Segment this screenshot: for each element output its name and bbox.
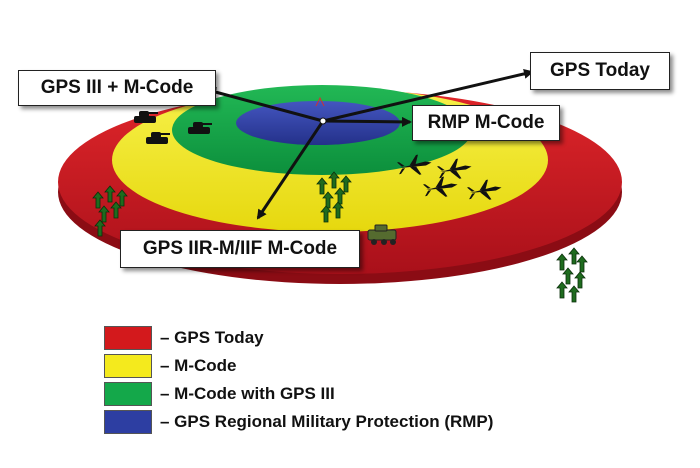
legend-label: – GPS Regional Military Protection (RMP)	[160, 412, 494, 431]
soldier-icon	[328, 171, 340, 189]
armored-vehicle-icon	[367, 224, 397, 245]
callout-gps-iirm: GPS IIR-M/IIF M-Code	[120, 230, 360, 268]
callout-gps-today: GPS Today	[530, 52, 670, 90]
legend-swatch	[104, 354, 152, 378]
callout-gps3-mcode: GPS III + M-Code	[18, 70, 216, 106]
soldier-icon	[94, 219, 106, 237]
soldier-icon	[576, 255, 588, 273]
callout-rmp-mcode: RMP M-Code	[412, 105, 560, 141]
soldier-icon	[320, 205, 332, 223]
arrow-to-gps-iirm	[256, 120, 325, 220]
legend-swatch	[104, 410, 152, 434]
soldier-icon	[556, 281, 568, 299]
fighter-jet-icon	[466, 179, 502, 200]
tank-icon	[134, 111, 158, 123]
legend-item-m-code-gps3: – M-Code with GPS III	[104, 382, 335, 406]
soldier-icon	[340, 175, 352, 193]
soldier-icon	[316, 177, 328, 195]
soldier-icon	[92, 191, 104, 209]
soldier-icon	[332, 201, 344, 219]
legend-label: – M-Code with GPS III	[160, 384, 335, 403]
coverage-arrows	[206, 68, 534, 220]
legend-item-m-code: – M-Code	[104, 354, 237, 378]
legend-item-gps-today: – GPS Today	[104, 326, 264, 350]
fighter-jet-icon	[396, 154, 432, 175]
fighter-jet-icon	[436, 158, 472, 179]
legend-label: – GPS Today	[160, 328, 264, 347]
soldier-icon	[562, 267, 574, 285]
legend-swatch	[104, 326, 152, 350]
tank-icon	[146, 132, 170, 144]
soldier-icon	[116, 189, 128, 207]
legend-item-rmp: – GPS Regional Military Protection (RMP)	[104, 410, 493, 434]
soldier-icon	[104, 185, 116, 203]
soldier-icon	[98, 205, 110, 223]
soldier-icon	[574, 271, 586, 289]
soldier-icon	[556, 253, 568, 271]
soldier-icon	[568, 285, 580, 303]
soldier-icon	[568, 247, 580, 265]
arrow-to-gps3-mcode	[206, 87, 324, 123]
arrow-to-rmp-mcode	[322, 116, 412, 127]
soldier-groups	[92, 171, 588, 303]
arrow-to-gps-today	[322, 68, 534, 123]
center-point	[319, 117, 327, 125]
legend-label: – M-Code	[160, 356, 237, 375]
legend-swatch	[104, 382, 152, 406]
tank-icon	[188, 122, 212, 134]
soldier-icon	[110, 201, 122, 219]
fighter-jet-icon	[422, 176, 458, 197]
antenna-icon	[315, 96, 325, 107]
